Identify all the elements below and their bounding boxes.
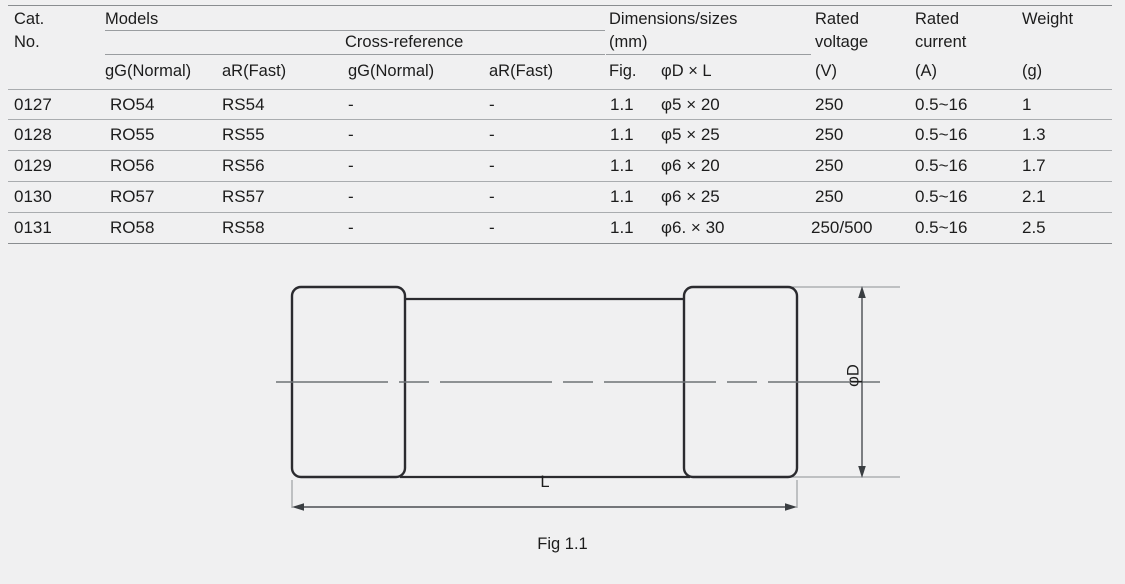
fuse-body — [400, 297, 690, 479]
subheader-weight-unit: (g) — [1022, 62, 1043, 80]
cell-fig: 1.1 — [610, 125, 634, 144]
cell-weight: 2.5 — [1022, 218, 1046, 237]
diameter-dimension-label: φD — [844, 364, 863, 387]
cell-fig: 1.1 — [610, 218, 634, 237]
table-top-rule — [8, 5, 1112, 6]
dimensions-group-rule — [606, 54, 811, 55]
cross-reference-group-rule — [105, 54, 605, 55]
header-models: Models — [105, 10, 159, 28]
table-bottom-rule — [8, 243, 1112, 244]
subheader-voltage-unit: (V) — [815, 62, 837, 80]
header-rated-voltage-line1: Rated — [815, 10, 860, 28]
cell-xref-ar: - — [489, 95, 495, 114]
row-rule — [8, 181, 1112, 182]
cell-xref-ar: - — [489, 187, 495, 206]
cell-xref-ar: - — [489, 156, 495, 175]
cell-models-ar: RS55 — [222, 125, 265, 144]
subheader-bottom-rule — [8, 89, 1112, 90]
cell-weight: 1 — [1022, 95, 1032, 114]
cell-models-gg: RO54 — [110, 95, 155, 114]
subheader-current-unit: (A) — [915, 62, 937, 80]
arrowhead-left-icon — [292, 503, 304, 511]
cell-dia-len: φ6. × 30 — [661, 218, 725, 237]
subheader-xref-gg: gG(Normal) — [348, 62, 435, 80]
cell-dia-len: φ5 × 25 — [661, 125, 720, 144]
cell-voltage: 250 — [815, 95, 844, 114]
subheader-models-gg: gG(Normal) — [105, 62, 192, 80]
arrowhead-down-icon — [858, 466, 866, 478]
cell-xref-gg: - — [348, 125, 354, 144]
cell-models-gg: RO57 — [110, 187, 155, 206]
cell-xref-gg: - — [348, 95, 354, 114]
header-cross-reference: Cross-reference — [345, 33, 464, 51]
header-rated-voltage-line2: voltage — [815, 33, 869, 51]
models-group-rule — [105, 30, 605, 31]
fuse-drawing-svg — [276, 285, 900, 511]
cell-voltage: 250 — [815, 125, 844, 144]
cell-fig: 1.1 — [610, 95, 634, 114]
arrowhead-right-icon — [785, 503, 797, 511]
cell-dia-len: φ5 × 20 — [661, 95, 720, 114]
subheader-models-ar: aR(Fast) — [222, 62, 287, 80]
subheader-dia-len: φD × L — [661, 62, 712, 80]
subheader-xref-ar: aR(Fast) — [489, 62, 554, 80]
cell-current: 0.5~16 — [915, 218, 968, 237]
cell-voltage: 250/500 — [811, 218, 873, 237]
cell-models-ar: RS56 — [222, 156, 265, 175]
cell-dia-len: φ6 × 20 — [661, 156, 720, 175]
cell-xref-ar: - — [489, 125, 495, 144]
subheader-fig: Fig. — [609, 62, 637, 80]
arrowhead-up-icon — [858, 286, 866, 298]
cell-fig: 1.1 — [610, 156, 634, 175]
cell-current: 0.5~16 — [915, 187, 968, 206]
header-weight: Weight — [1022, 10, 1074, 28]
length-dimension — [292, 503, 797, 511]
cell-voltage: 250 — [815, 156, 844, 175]
cell-weight: 1.3 — [1022, 125, 1046, 144]
cell-fig: 1.1 — [610, 187, 634, 206]
cell-dia-len: φ6 × 25 — [661, 187, 720, 206]
cell-weight: 1.7 — [1022, 156, 1046, 175]
header-cat-no-line1: Cat. — [14, 10, 45, 28]
row-rule — [8, 150, 1112, 151]
cell-current: 0.5~16 — [915, 156, 968, 175]
row-rule — [8, 119, 1112, 120]
cell-cat-no: 0131 — [14, 218, 52, 237]
cell-models-gg: RO56 — [110, 156, 155, 175]
cell-models-ar: RS54 — [222, 95, 265, 114]
cell-weight: 2.1 — [1022, 187, 1046, 206]
cell-cat-no: 0127 — [14, 95, 52, 114]
cell-models-gg: RO55 — [110, 125, 155, 144]
cell-xref-ar: - — [489, 218, 495, 237]
extension-lines — [291, 286, 900, 508]
cell-current: 0.5~16 — [915, 95, 968, 114]
cell-models-gg: RO58 — [110, 218, 155, 237]
header-dimensions-line2: (mm) — [609, 33, 648, 51]
cell-cat-no: 0128 — [14, 125, 52, 144]
cell-cat-no: 0129 — [14, 156, 52, 175]
cell-voltage: 250 — [815, 187, 844, 206]
header-rated-current-line2: current — [915, 33, 967, 51]
header-rated-current-line1: Rated — [915, 10, 960, 28]
cell-xref-gg: - — [348, 156, 354, 175]
cell-models-ar: RS58 — [222, 218, 265, 237]
length-dimension-label: L — [540, 473, 550, 491]
cell-current: 0.5~16 — [915, 125, 968, 144]
header-dimensions-line1: Dimensions/sizes — [609, 10, 738, 28]
row-rule — [8, 212, 1112, 213]
cell-xref-gg: - — [348, 187, 354, 206]
figure-caption: Fig 1.1 — [537, 535, 588, 553]
fuse-dimension-drawing: φD L — [0, 258, 1125, 579]
cell-cat-no: 0130 — [14, 187, 52, 206]
cell-xref-gg: - — [348, 218, 354, 237]
cell-models-ar: RS57 — [222, 187, 265, 206]
header-cat-no-line2: No. — [14, 33, 40, 51]
diameter-dimension — [858, 286, 866, 478]
